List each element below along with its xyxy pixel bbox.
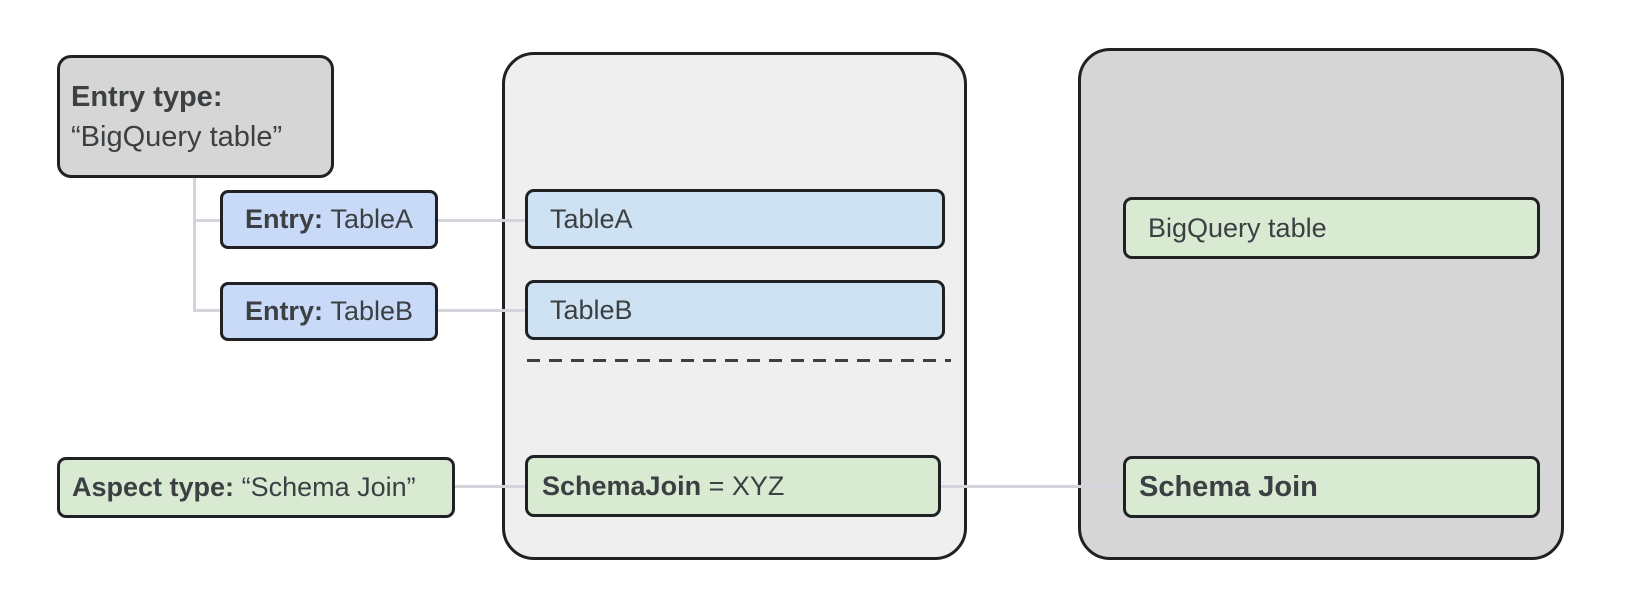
entry-box-table-a: Entry: TableA <box>220 190 438 249</box>
aspect-type-box: Aspect type: “Schema Join” <box>57 457 455 518</box>
entry-b-value: TableB <box>330 296 414 327</box>
entry-type-title: Entry type: <box>71 80 223 113</box>
connector-entry-a-to-reference <box>438 219 528 222</box>
entry-a-value: TableA <box>330 204 414 235</box>
aspect-type-label: Aspect type: <box>72 472 235 503</box>
entry-box-table-b: Entry: TableB <box>220 282 438 341</box>
connector-entry-type-trunk <box>193 178 196 312</box>
schema-join-aspect-box: SchemaJoin = XYZ <box>525 455 941 517</box>
entry-a-label: Entry: <box>244 204 323 235</box>
connector-aspect-type-to-aspect <box>455 485 528 488</box>
entry-type-box: Entry type: “BigQuery table” <box>57 55 334 178</box>
entry-reference-b-value: TableB <box>550 294 633 325</box>
schema-join-aspect-value: = XYZ <box>708 470 785 501</box>
required-aspect-type-box: Schema Join <box>1123 456 1540 518</box>
connector-stub-table-a <box>193 219 223 222</box>
required-aspect-type-value: Schema Join <box>1139 470 1318 503</box>
connector-aspect-to-aspect-type-box <box>941 485 1126 488</box>
linked-entries-type-value: BigQuery table <box>1148 212 1327 243</box>
entry-reference-table-a: TableA <box>525 189 945 249</box>
connector-stub-table-b <box>193 309 223 312</box>
entry-reference-table-b: TableB <box>525 280 945 340</box>
entry-reference-a-value: TableA <box>550 203 633 234</box>
schema-join-aspect-name: SchemaJoin <box>542 470 702 501</box>
aspect-type-value: “Schema Join” <box>241 472 416 503</box>
linked-entries-type-box: BigQuery table <box>1123 197 1540 259</box>
connector-entry-b-to-reference <box>438 309 528 312</box>
entry-b-label: Entry: <box>244 296 323 327</box>
entry-type-value: “BigQuery table” <box>71 120 283 153</box>
aspects-divider <box>527 359 951 362</box>
